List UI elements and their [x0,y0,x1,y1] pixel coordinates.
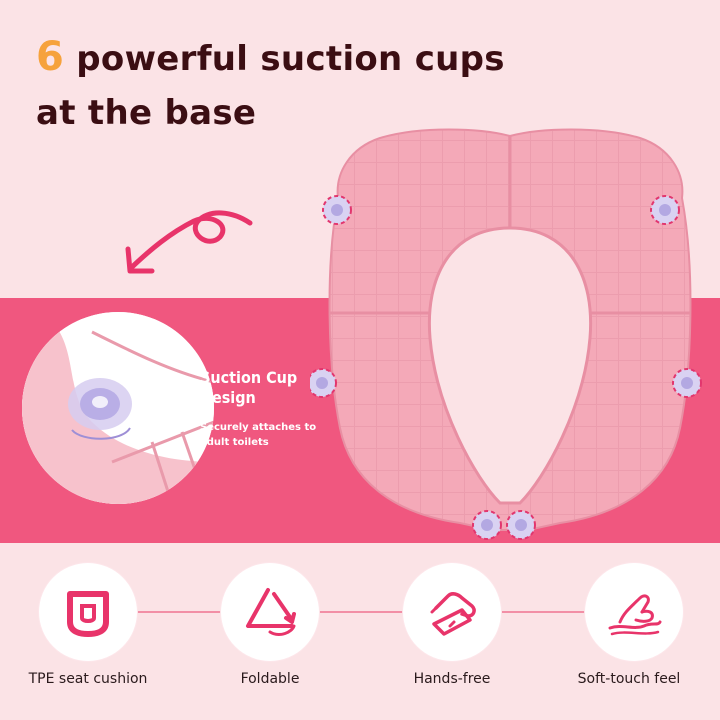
feature-label: Hands-free [413,671,491,687]
soft-touch-hand-icon [608,594,662,636]
seat-cushion-icon [67,591,109,637]
suction-cup [672,368,702,398]
callout-subtitle: Securely attaches to adult toilets [200,422,317,448]
headline-line2: at the base [36,93,257,133]
foldable-triangle-icon [246,588,296,636]
headline-line1: powerful suction cups [64,39,505,79]
headline: 6 powerful suction cups at the base [36,30,505,140]
feature-seat-cushion [39,563,137,661]
connector-line [136,611,221,613]
hands-free-icon [430,592,476,636]
suction-cup [506,510,536,540]
suction-cup [650,195,680,225]
suction-cup [310,368,337,398]
callout-title: Suction Cup Design [200,368,298,407]
suction-cup-closeup-illustration [22,312,214,504]
feature-hands-free [403,563,501,661]
suction-cup [472,510,502,540]
curly-arrow-icon [125,210,253,274]
suction-cups [310,195,702,540]
feature-foldable [221,563,319,661]
feature-label: TPE seat cushion [28,671,148,687]
suction-cup [322,195,352,225]
potty-seat-image [310,128,702,540]
suction-cup-closeup [22,312,214,504]
connector-line [502,611,587,613]
connector-line [319,611,404,613]
feature-label: Foldable [240,671,300,687]
feature-label: Soft-touch feel [577,671,681,687]
feature-soft-touch [585,563,683,661]
headline-number: 6 [36,34,65,80]
